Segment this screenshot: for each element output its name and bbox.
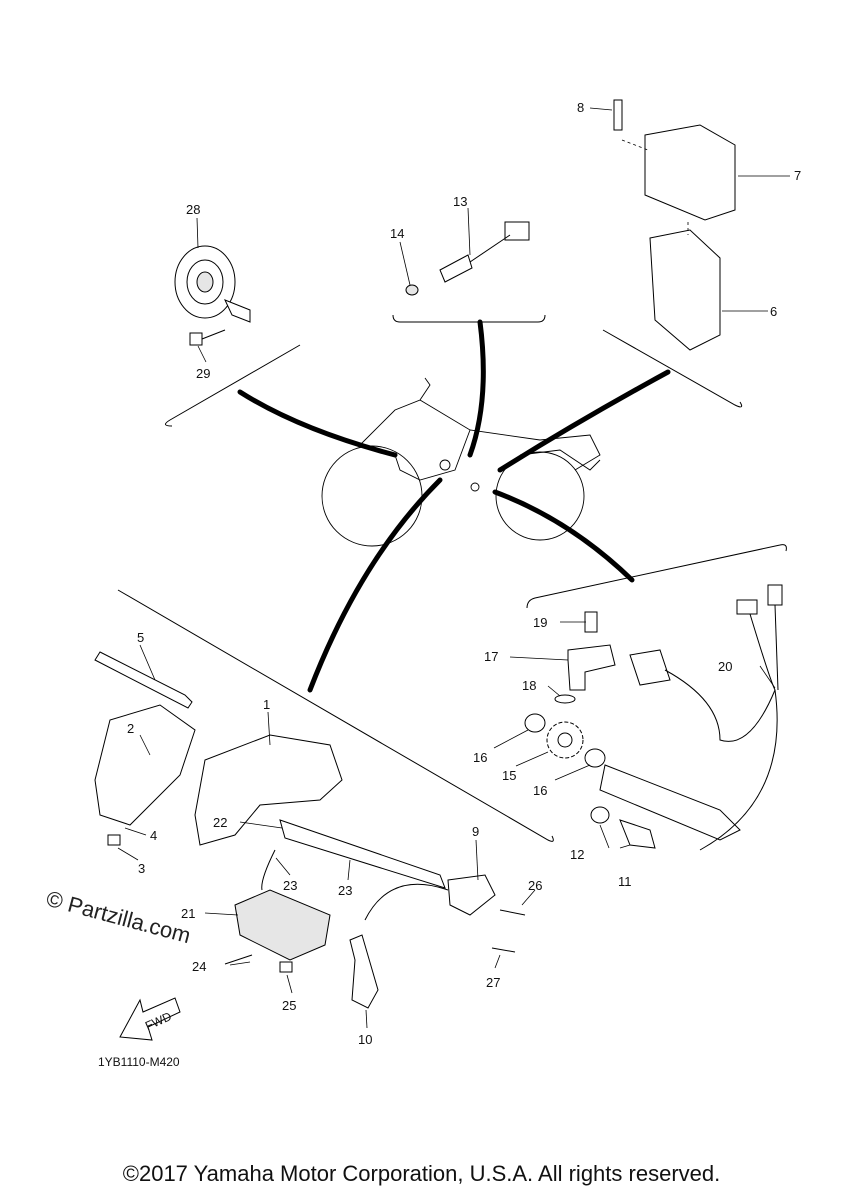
callout-22: 22 <box>213 815 227 830</box>
bracket-part-8 <box>613 99 623 131</box>
bolts-part-26-27 <box>491 909 526 953</box>
bolt-part-29 <box>189 329 226 346</box>
callout-26: 26 <box>528 878 542 893</box>
gear-part-15 <box>546 721 584 759</box>
shaft <box>599 764 741 841</box>
plug-cap-part-10 <box>349 934 379 1009</box>
washer-part-16-a <box>524 713 546 733</box>
callout-7: 7 <box>794 168 801 183</box>
stay-part-22 <box>261 819 446 891</box>
callout-25: 25 <box>282 998 296 1013</box>
fwd-arrow-icon: FWD <box>119 997 181 1041</box>
callout-leaders <box>117 107 790 1029</box>
callout-4: 4 <box>150 828 157 843</box>
callout-16-a: 16 <box>473 750 487 765</box>
ecu-part-6 <box>649 222 721 351</box>
sensor-part-13 <box>439 221 530 283</box>
sensor-part-17 <box>567 644 616 691</box>
callout-23-a: 23 <box>283 878 297 893</box>
callout-13: 13 <box>453 194 467 209</box>
callout-6: 6 <box>770 304 777 319</box>
callout-3: 3 <box>138 861 145 876</box>
diagram-code: 1YB1110-M420 <box>98 1055 180 1069</box>
cover-part-1 <box>194 734 343 846</box>
callout-15: 15 <box>502 768 516 783</box>
callout-27: 27 <box>486 975 500 990</box>
parts-diagram: 8 7 6 13 14 28 29 5 2 1 4 3 22 23 23 21 … <box>44 99 801 1069</box>
callout-1: 1 <box>263 697 270 712</box>
screw-part-3 <box>107 834 121 846</box>
leader-curves <box>237 319 671 693</box>
washer-part-16-b <box>584 748 606 768</box>
callout-19: 19 <box>533 615 547 630</box>
callout-16-b: 16 <box>533 783 547 798</box>
watermark: © Partzilla.com <box>44 886 194 949</box>
callout-10: 10 <box>358 1032 372 1047</box>
washer-part-14 <box>405 284 419 296</box>
callout-28: 28 <box>186 202 200 217</box>
callout-numbers: 8 7 6 13 14 28 29 5 2 1 4 3 22 23 23 21 … <box>127 100 801 1047</box>
oring-part-18 <box>554 694 576 704</box>
callout-18: 18 <box>522 678 536 693</box>
callout-5: 5 <box>137 630 144 645</box>
callout-12: 12 <box>570 847 584 862</box>
callout-24: 24 <box>192 959 206 974</box>
callout-9: 9 <box>472 824 479 839</box>
callout-29: 29 <box>196 366 210 381</box>
bolt-part-24 <box>224 954 253 965</box>
cable-tie-part-5 <box>94 651 193 709</box>
copyright-notice: ©2017 Yamaha Motor Corporation, U.S.A. A… <box>122 1161 721 1186</box>
callout-8: 8 <box>577 100 584 115</box>
wire-harness-part-20 <box>629 584 783 851</box>
horn-part-28 <box>174 245 251 323</box>
callout-14: 14 <box>390 226 404 241</box>
motorcycle-silhouette <box>321 377 601 547</box>
callout-20: 20 <box>718 659 732 674</box>
sensor-part-11 <box>619 819 656 849</box>
ecu-cover-part-7 <box>621 124 736 221</box>
washer-part-12 <box>590 806 610 824</box>
ignition-coil-part-9 <box>364 874 496 921</box>
callout-23-b: 23 <box>338 883 352 898</box>
callout-21: 21 <box>181 906 195 921</box>
regulator-part-21 <box>234 889 331 961</box>
nut-part-25 <box>279 961 293 973</box>
callout-17: 17 <box>484 649 498 664</box>
bolt-part-19 <box>584 611 598 633</box>
callout-2: 2 <box>127 721 134 736</box>
cover-part-2 <box>94 704 196 826</box>
group-frames <box>117 314 787 842</box>
callout-11: 11 <box>618 874 632 889</box>
